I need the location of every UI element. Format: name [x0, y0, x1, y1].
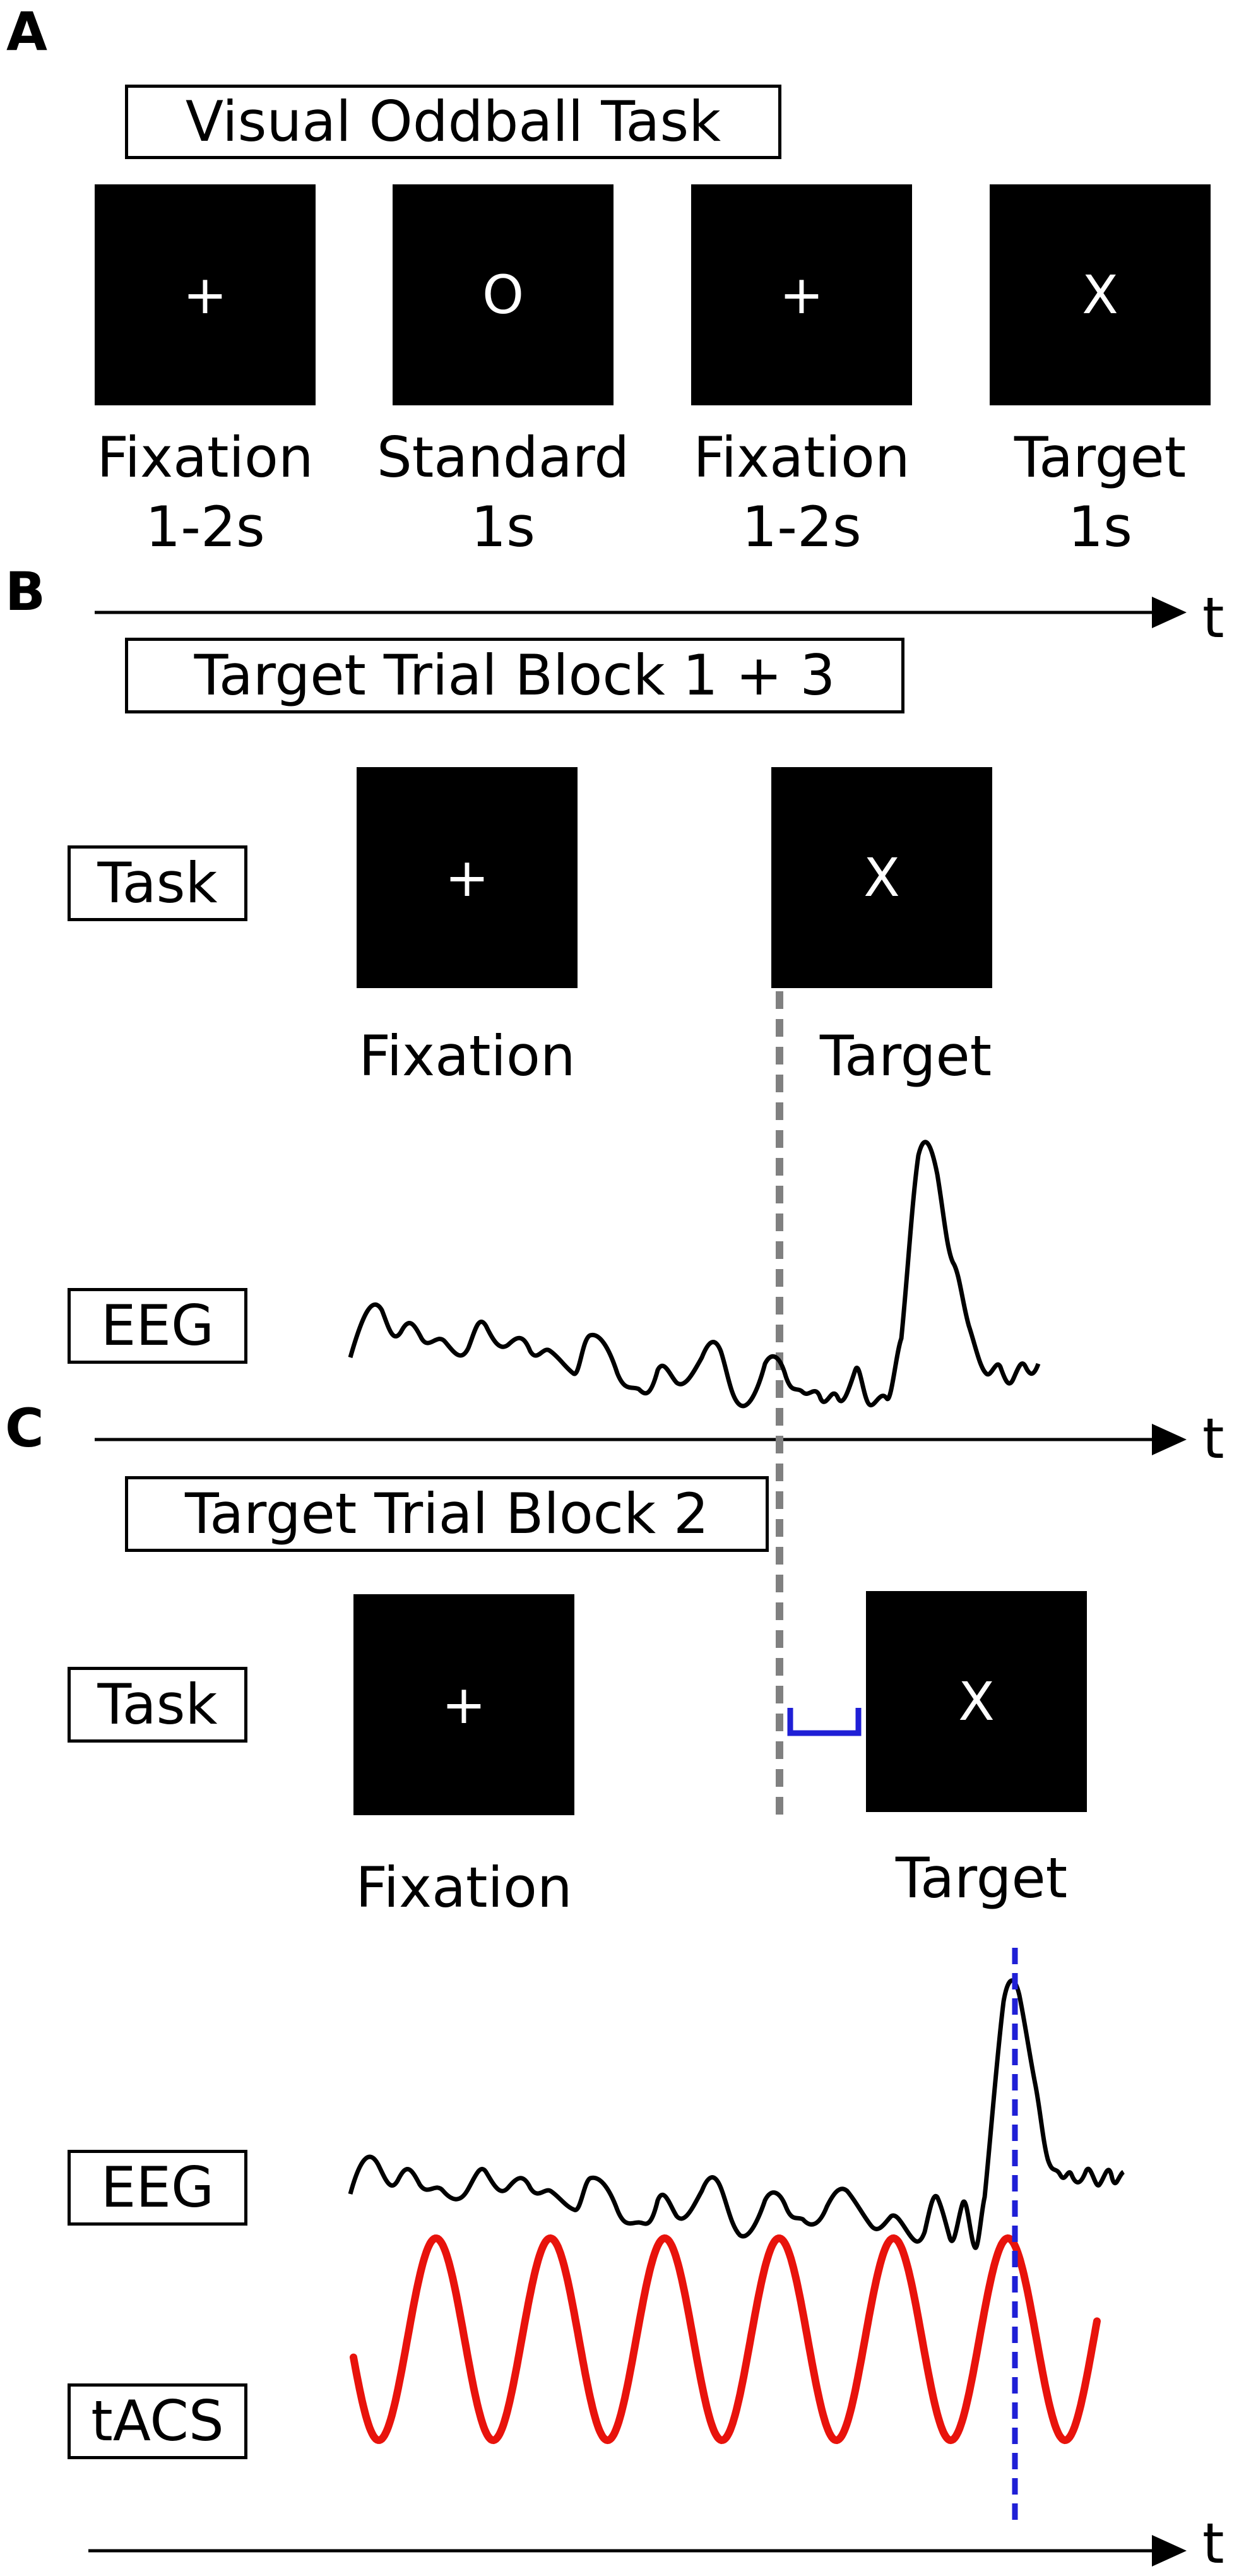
stimulus-label: Target — [1014, 425, 1187, 490]
stimulus-duration: 1-2s — [145, 494, 265, 559]
panel-b-letter: B — [5, 561, 46, 623]
time-axis-label-a: t — [1202, 585, 1224, 650]
stimulus-label: Fixation — [97, 425, 314, 490]
panel-b-fixation-screen: + — [357, 767, 578, 988]
panel-c-fixation-screen: + — [353, 1594, 574, 1815]
stimulus-screen-standard: O — [393, 184, 614, 405]
panel-c-task-label: Task — [68, 1667, 247, 1743]
panel-c-target-screen: X — [866, 1591, 1087, 1812]
stimulus-caption-fixation-1: Fixation 1-2s — [54, 423, 357, 562]
time-axis-label-b: t — [1202, 1406, 1224, 1471]
panel-c-tacs-label: tACS — [68, 2383, 247, 2459]
stimulus-caption-fixation-2: Fixation 1-2s — [650, 423, 953, 562]
eeg-trace-block-1-3 — [348, 1140, 1041, 1409]
stimulus-label: Standard — [376, 425, 630, 490]
panel-b-eeg-label: EEG — [68, 1288, 247, 1364]
panel-c-fixation-caption: Fixation — [355, 1855, 572, 1920]
panel-b-target-caption: Target — [819, 1023, 992, 1088]
stimulus-screen-target: X — [990, 184, 1211, 405]
stimulus-caption-standard: Standard 1s — [352, 423, 655, 562]
panel-c-title: Target Trial Block 2 — [125, 1476, 769, 1552]
time-axis-arrowhead-2 — [1152, 1424, 1187, 1455]
time-axis-label-c: t — [1202, 2511, 1224, 2576]
stimulus-duration: 1-2s — [742, 494, 862, 559]
stimulus-screen-fixation-2: + — [691, 184, 912, 405]
panel-a-letter: A — [6, 1, 48, 63]
stimulation-delay-bracket — [787, 1708, 862, 1736]
panel-c-eeg-label: EEG — [68, 2150, 247, 2226]
panel-b-target-screen: X — [771, 767, 992, 988]
panel-c-letter: C — [5, 1397, 44, 1459]
stimulus-screen-fixation-1: + — [95, 184, 316, 405]
panel-b-title: Target Trial Block 1 + 3 — [125, 638, 904, 713]
time-axis-arrowhead-3 — [1152, 2535, 1187, 2567]
eeg-trace-block-2 — [348, 1978, 1125, 2250]
stimulus-caption-target: Target 1s — [949, 423, 1239, 562]
time-axis-arrowhead-1 — [1152, 597, 1187, 628]
stimulus-duration: 1s — [1068, 494, 1132, 559]
stimulus-duration: 1s — [471, 494, 535, 559]
panel-a-title: Visual Oddball Task — [125, 85, 781, 159]
panel-b-fixation-caption: Fixation — [359, 1023, 576, 1088]
tacs-sine-wave — [350, 2234, 1101, 2445]
stimulus-label: Fixation — [693, 425, 910, 490]
panel-b-task-label: Task — [68, 845, 247, 921]
panel-c-target-caption: Target — [895, 1846, 1068, 1911]
